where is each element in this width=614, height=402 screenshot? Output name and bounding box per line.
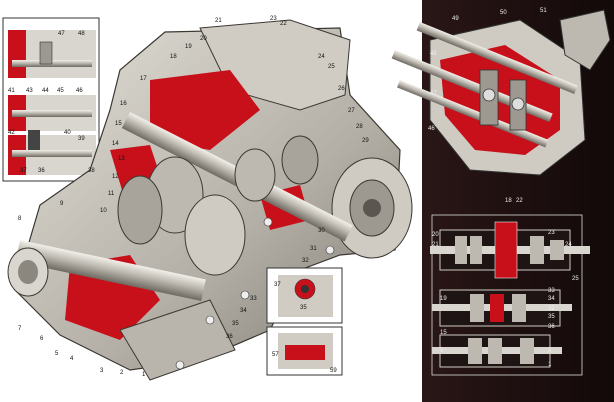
callout-label: 47 [430,91,437,97]
callout-label: 9 [60,201,64,207]
callout-label: 24 [318,54,325,60]
callout-label: 19 [440,296,447,302]
callout-label: 39 [78,136,85,142]
callout-label: 41 [8,88,15,94]
callout-label: 44 [42,88,49,94]
shift-rail-cutaway [391,9,611,176]
callout-label: 35 [232,321,239,327]
callout-label: 48 [78,31,85,37]
callout-label: 21 [432,242,439,248]
callout-label: 8 [18,216,22,222]
callout-label: 25 [572,276,579,282]
callout-label: 49 [452,16,459,22]
callout-label: 23 [548,230,555,236]
callout-label: 5 [440,348,444,354]
callout-label: 43 [26,88,33,94]
callout-label: 6 [40,336,44,342]
callout-label: 42 [8,130,15,136]
callout-label: 24 [565,242,572,248]
callout-label: 27 [348,108,355,114]
callout-label: 59 [330,368,337,374]
callout-label: 33 [548,288,555,294]
callout-label: 20 [200,36,207,42]
callout-label: 10 [100,208,107,214]
callout-label: 45 [57,88,64,94]
callout-label: 37 [274,282,281,288]
callout-label: 26 [338,86,345,92]
callout-label: 38 [88,168,95,174]
callout-label: 15 [440,330,447,336]
callout-label: 36 [226,334,233,340]
callout-label: 13 [118,156,125,162]
callout-label: 28 [356,124,363,130]
callout-label: 7 [18,326,22,332]
callout-label: 37 [20,168,27,174]
callout-label: 32 [302,258,309,264]
callout-label: 46 [428,126,435,132]
callout-label: 18 [505,198,512,204]
callout-label: 11 [108,191,115,197]
callout-label: 20 [432,232,439,238]
callout-label: 48 [430,51,437,57]
callout-label: 4 [70,356,74,362]
callout-label: 16 [120,101,127,107]
callout-label: 1 [548,362,552,368]
callout-label: 51 [540,8,547,14]
callout-label: 19 [185,44,192,50]
transfer-case-body [7,19,413,381]
bottom-inset-2 [266,326,343,376]
callout-label: 5 [55,351,59,357]
callout-label: 12 [112,174,119,180]
callout-label: 23 [270,16,277,22]
callout-label: 25 [328,64,335,70]
callout-label: 50 [500,10,507,16]
callout-label: 2 [120,370,124,376]
bottom-inset-1 [266,267,343,324]
callout-label: 29 [362,138,369,144]
callout-label: 57 [272,352,279,358]
callout-label: 34 [548,296,555,302]
callout-label: 36 [548,324,555,330]
shift-lock-inset [2,17,100,182]
callout-label: 46 [76,88,83,94]
callout-label: 15 [115,121,122,127]
sectional-schematic [430,214,590,376]
callout-label: 33 [250,296,257,302]
callout-label: 35 [300,305,307,311]
callout-label: 35 [548,314,555,320]
callout-label: 21 [215,18,222,24]
callout-label: 31 [310,246,317,252]
callout-label: 22 [280,21,287,27]
callout-label: 30 [318,228,325,234]
callout-label: 1 [142,372,146,378]
callout-label: 17 [140,76,147,82]
callout-label: 14 [112,141,119,147]
callout-label: 34 [240,308,247,314]
callout-label: 22 [516,198,523,204]
callout-label: 3 [100,368,104,374]
callout-label: 40 [64,130,71,136]
callout-label: 36 [38,168,45,174]
callout-label: 3 [548,348,552,354]
callout-label: 18 [170,54,177,60]
callout-label: 47 [58,31,65,37]
callout-label: 32 [548,306,555,312]
